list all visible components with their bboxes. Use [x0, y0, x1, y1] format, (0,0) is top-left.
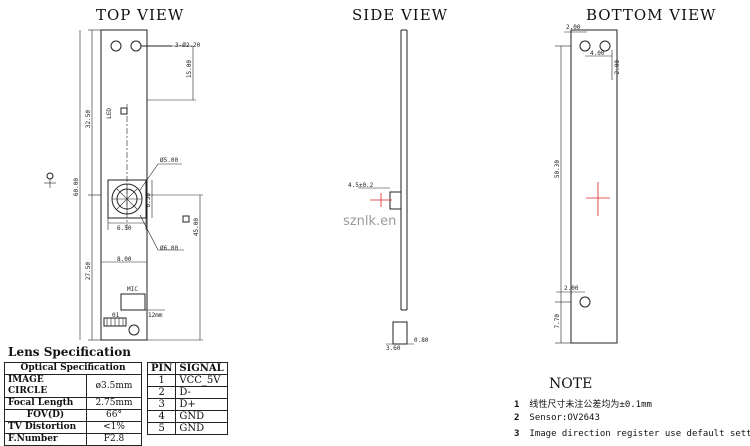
note-number: 2 [514, 413, 520, 423]
side-view-title: SIDE VIEW [352, 6, 449, 24]
table-row: 1 VCC_5V [146, 374, 228, 387]
lens-spec-value: 2.75mm [86, 397, 142, 410]
dim-50-3: 50.30 [554, 160, 561, 179]
note-item-1: 1 线性尺寸未注公差均为±0.1mm [514, 397, 652, 410]
table-row: FOV(D) 66° [4, 409, 142, 422]
dim-3-6: 3.60 [386, 345, 401, 352]
small-component [182, 215, 190, 223]
led-label: LED [106, 108, 113, 119]
table-row: Focal Length 2.75mm [4, 397, 142, 410]
side-connector [392, 321, 408, 345]
dim-0-8: 0.80 [414, 337, 429, 344]
mic-area [120, 293, 146, 311]
lens-spec-label: TV Distortion [4, 421, 87, 434]
dim-12mm: 12mm [148, 312, 163, 319]
dim-6-5-vertical: 6.50 [145, 193, 152, 208]
lens-spec-value: 66° [86, 409, 142, 422]
table-row: 2 D- [146, 386, 228, 399]
dim-2-b: 2.00 [614, 60, 621, 75]
led-pad [120, 107, 128, 115]
watermark: sznlk.en [343, 214, 397, 229]
pin-number: 2 [146, 386, 177, 399]
pin-signal: D- [175, 386, 228, 399]
bottom-view-board [570, 29, 618, 344]
pin-signal: GND [175, 410, 228, 423]
mount-hole-2 [130, 40, 142, 52]
pin-header: PIN [146, 362, 177, 375]
bottom-hole-3 [579, 296, 591, 308]
lens-spec-table: Optical Specification IMAGE CIRCLE ø3.5m… [4, 362, 142, 446]
mount-hole-1 [110, 40, 122, 52]
note-number: 1 [514, 400, 520, 410]
pin-number: 4 [146, 410, 177, 423]
lens-height-dim: 4.5±0.2 [348, 182, 374, 189]
note-text: Image direction register use default set… [529, 429, 750, 439]
pin-table: PIN SIGNAL 1 VCC_5V 2 D- 3 D+ 4 GND 5 GN… [146, 362, 228, 435]
note-title: NOTE [549, 376, 593, 392]
lens-spec-value: <1% [86, 421, 142, 434]
note-item-2: 2 Sensor:OV2643 [514, 413, 600, 423]
table-row: IMAGE CIRCLE ø3.5mm [4, 374, 142, 398]
dim-32-5: 32.50 [85, 110, 92, 129]
mount-hole-3 [128, 324, 140, 336]
signal-header: SIGNAL [175, 362, 228, 375]
dim-phi5: Ø5.00 [160, 157, 179, 164]
sensor-housing [107, 179, 147, 219]
dim-2-c: 2.00 [564, 285, 579, 292]
lens-spec-value: ø3.5mm [86, 374, 142, 398]
top-view-title: TOP VIEW [96, 6, 185, 24]
lens-spec-header: Optical Specification [4, 362, 142, 375]
dim-60: 60.00 [73, 178, 80, 197]
dim-7-7: 7.70 [554, 314, 561, 329]
note-number: 3 [514, 429, 520, 439]
note-text: 线性尺寸未注公差均为±0.1mm [529, 400, 652, 410]
bottom-hole-1 [579, 40, 591, 52]
dim-27-5: 27.50 [85, 262, 92, 281]
dim-phi6: Ø6.00 [160, 245, 179, 252]
pin-number: 1 [146, 374, 177, 387]
table-row: 4 GND [146, 410, 228, 423]
lens-spec-label: IMAGE CIRCLE [4, 374, 87, 398]
mic-label: MIC [127, 286, 138, 293]
dim-15: 15.00 [186, 60, 193, 79]
dim-2-a: 2.00 [566, 24, 581, 31]
note-text: Sensor:OV2643 [529, 413, 600, 423]
lens-spec-value: F2.8 [86, 433, 142, 446]
pin-signal: D+ [175, 398, 228, 411]
dim-8: 8.00 [117, 256, 132, 263]
note-item-3: 3 Image direction register use default se… [514, 429, 750, 439]
dim-6-5-horizontal: 6.50 [117, 225, 132, 232]
pin-number: 5 [146, 422, 177, 435]
lens-spec-label: Focal Length [4, 397, 87, 410]
lens-spec-title: Lens Specification [8, 345, 131, 359]
pin-signal: GND [175, 422, 228, 435]
side-lens [389, 191, 402, 210]
table-row: 5 GND [146, 422, 228, 435]
lens-spec-label: FOV(D) [4, 409, 87, 422]
pin1-label: 01 [112, 312, 120, 319]
pin-signal: VCC_5V [175, 374, 228, 387]
top-view-board [100, 29, 148, 341]
dim-45: 45.00 [193, 218, 200, 237]
bottom-hole-2 [599, 40, 611, 52]
lens-spec-label: F.Number [4, 433, 87, 446]
pin-number: 3 [146, 398, 177, 411]
table-row: 3 D+ [146, 398, 228, 411]
bottom-view-title: BOTTOM VIEW [586, 6, 717, 24]
dim-4: 4.00 [590, 50, 605, 57]
table-row: TV Distortion <1% [4, 421, 142, 434]
hole-dim-label: 3-Ø2.20 [175, 42, 201, 49]
orientation-mark [46, 172, 54, 180]
table-row: F.Number F2.8 [4, 433, 142, 446]
